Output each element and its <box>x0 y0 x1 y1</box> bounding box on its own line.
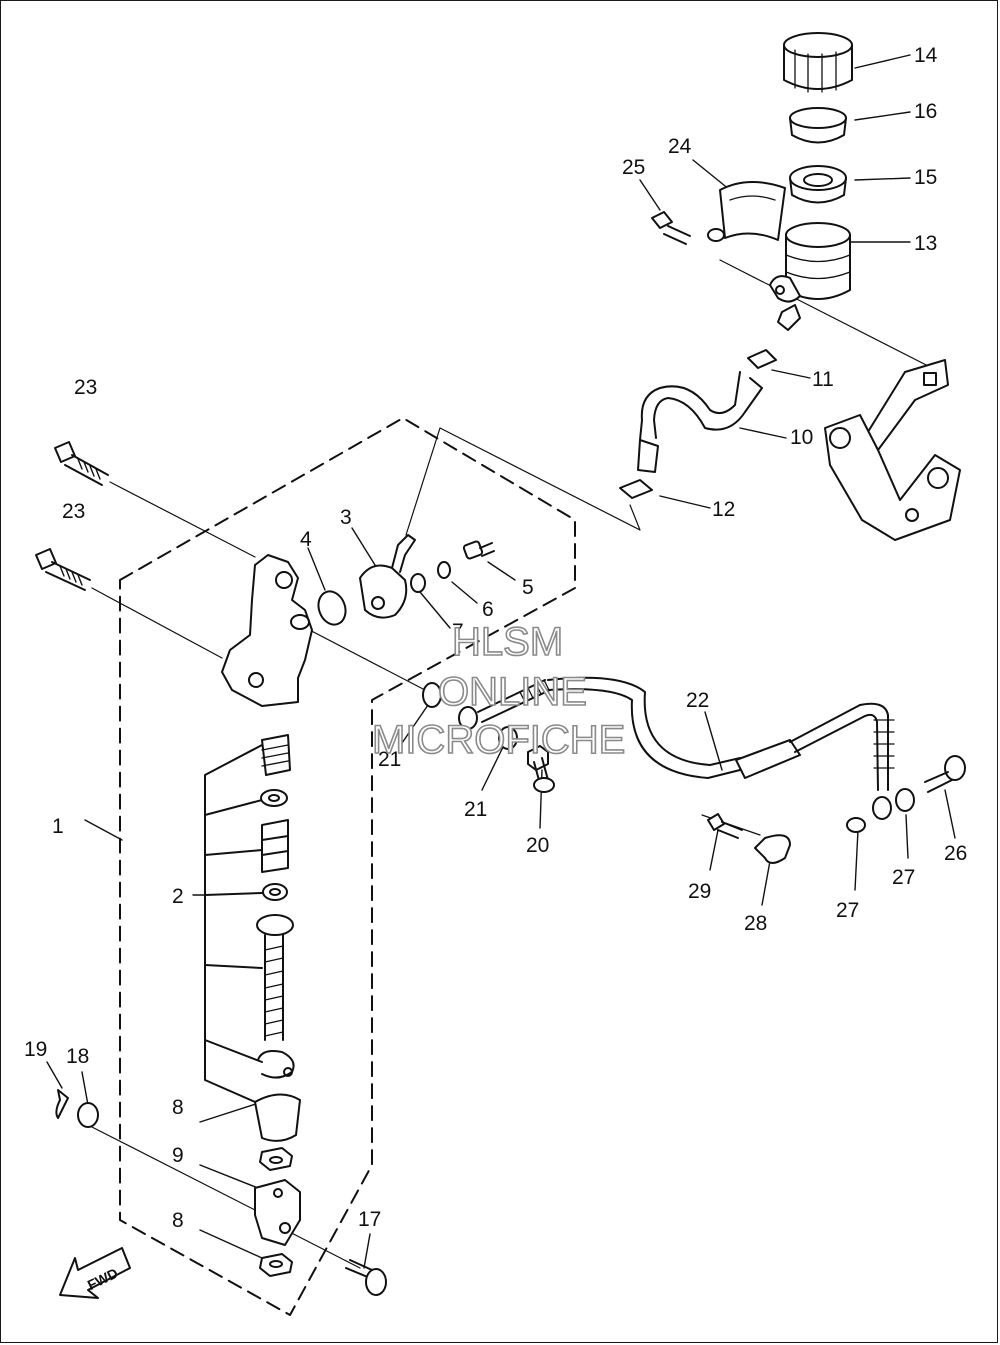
callout-21a: 21 <box>378 748 401 771</box>
bolt-25 <box>651 211 691 245</box>
gasket-21-right <box>498 726 518 750</box>
master-cylinder-body <box>221 554 313 707</box>
callout-20: 20 <box>526 834 549 857</box>
diaphragm-15 <box>789 165 847 204</box>
reservoir-holder-24 <box>707 180 786 242</box>
callout-12: 12 <box>712 498 735 521</box>
washer-6 <box>437 561 451 579</box>
callout-16: 16 <box>914 100 937 123</box>
brake-hose-22 <box>458 676 895 820</box>
callout-23a: 23 <box>74 376 97 399</box>
callout-5: 5 <box>522 576 534 599</box>
bolt-29 <box>707 813 743 839</box>
callout-19: 19 <box>24 1038 47 1061</box>
hose-clamp-28 <box>754 834 791 864</box>
callout-9: 9 <box>172 1144 184 1167</box>
reservoir-13 <box>769 222 851 331</box>
callout-15: 15 <box>914 166 937 189</box>
callout-3: 3 <box>340 506 352 529</box>
callout-21b: 21 <box>464 798 487 821</box>
callout-25: 25 <box>622 156 645 179</box>
callout-labels: 1 2 3 4 5 6 7 8 9 8 10 11 12 13 14 15 16… <box>24 44 967 1232</box>
union-bolt-20 <box>527 745 555 793</box>
watermark-line-1: HLSM <box>452 620 563 664</box>
callout-8a: 8 <box>172 1096 184 1119</box>
washer-18 <box>77 1102 99 1128</box>
callout-1: 1 <box>52 815 64 838</box>
callout-29: 29 <box>688 880 711 903</box>
assembly-boundary <box>119 417 576 1316</box>
gasket-21-left <box>422 682 442 708</box>
callout-14: 14 <box>914 44 938 67</box>
locknut-upper <box>259 1147 293 1171</box>
reservoir-hose-10 <box>637 371 763 473</box>
reservoir-cap-14 <box>783 32 853 93</box>
piston-kit <box>254 734 301 1142</box>
callout-11: 11 <box>812 368 834 391</box>
hose-clamp-12 <box>619 479 653 499</box>
watermark: HLSM ONLINE MICROFICHE <box>371 619 626 763</box>
callout-24: 24 <box>668 135 692 158</box>
plate-16 <box>789 107 847 144</box>
reservoir-bracket <box>824 359 961 541</box>
callout-10: 10 <box>790 426 813 449</box>
bolt-23-lower <box>35 548 91 591</box>
callout-22: 22 <box>686 689 709 712</box>
callout-4: 4 <box>300 528 312 551</box>
screw-5 <box>462 540 495 560</box>
fwd-arrow-outline <box>59 1247 131 1299</box>
cotter-pin-19 <box>55 1089 69 1119</box>
callout-28: 28 <box>744 912 767 935</box>
locknut-lower <box>259 1253 293 1277</box>
callout-18: 18 <box>66 1045 89 1068</box>
callout-8b: 8 <box>172 1209 184 1232</box>
callout-23b: 23 <box>62 500 85 523</box>
watermark-line-2: ONLINE <box>438 670 587 714</box>
callout-17: 17 <box>358 1208 381 1231</box>
clevis <box>254 1179 301 1246</box>
callout-2: 2 <box>172 885 184 908</box>
callout-7: 7 <box>452 620 464 643</box>
pin-17 <box>345 1259 387 1296</box>
gasket-27-left <box>846 817 866 833</box>
hose-joint <box>359 534 416 619</box>
hose-clamp-11 <box>747 349 777 369</box>
callout-27a: 27 <box>836 899 859 922</box>
bolt-23-upper <box>54 441 109 486</box>
o-ring <box>317 590 347 626</box>
gasket-27-right <box>895 788 915 812</box>
washer-7 <box>410 573 426 593</box>
callout-6: 6 <box>482 598 494 621</box>
watermark-line-3: MICROFICHE <box>372 718 625 762</box>
callout-26: 26 <box>944 842 967 865</box>
union-bolt-26 <box>924 755 966 793</box>
callout-13: 13 <box>914 232 937 255</box>
callout-27b: 27 <box>892 866 915 889</box>
